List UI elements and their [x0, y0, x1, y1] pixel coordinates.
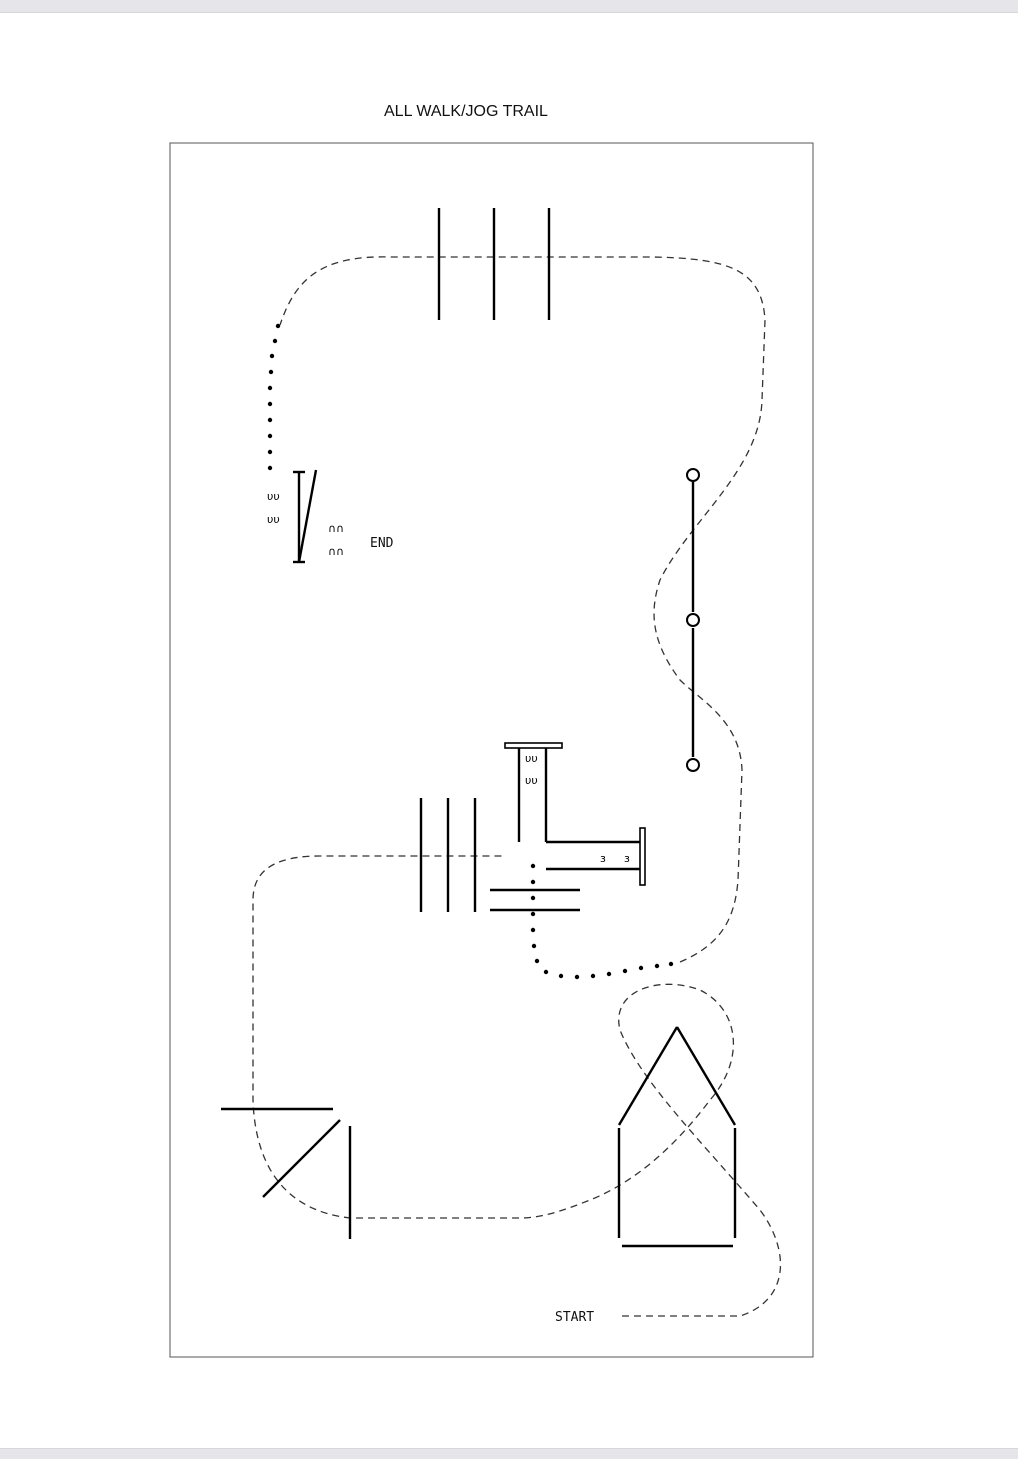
trail-route	[252, 855, 782, 1317]
walk-dots-upper	[267, 323, 281, 471]
box-obstacle	[617, 1026, 737, 1248]
corner-poles	[221, 1107, 352, 1239]
start-label: START	[555, 1310, 594, 1325]
svg-text:υυ: υυ	[267, 513, 280, 526]
svg-text:υυ: υυ	[525, 774, 538, 787]
top-ground-poles	[437, 208, 551, 320]
diagram-title: ALL WALK/JOG TRAIL	[384, 103, 548, 120]
arena-border	[169, 142, 814, 1358]
trail-route-mid	[279, 256, 766, 963]
walk-dots-lower	[530, 863, 674, 980]
svg-text:ɜ: ɜ	[600, 852, 606, 865]
viewer-top-bar	[0, 0, 1018, 13]
end-gate: υυ υυ ∩∩ ∩∩	[267, 469, 344, 564]
svg-text:∩∩: ∩∩	[328, 545, 344, 558]
svg-text:υυ: υυ	[525, 752, 538, 765]
viewer-bottom-bar	[0, 1448, 1018, 1459]
middle-ground-poles	[419, 798, 477, 912]
end-label: END	[370, 536, 394, 551]
serpentine-cones	[686, 468, 700, 772]
svg-text:∩∩: ∩∩	[328, 522, 344, 535]
walk-over-poles	[490, 888, 580, 912]
svg-text:υυ: υυ	[267, 490, 280, 503]
l-back-through: υυ υυ ɜ ɜ	[504, 742, 646, 886]
svg-text:ɜ: ɜ	[624, 852, 630, 865]
